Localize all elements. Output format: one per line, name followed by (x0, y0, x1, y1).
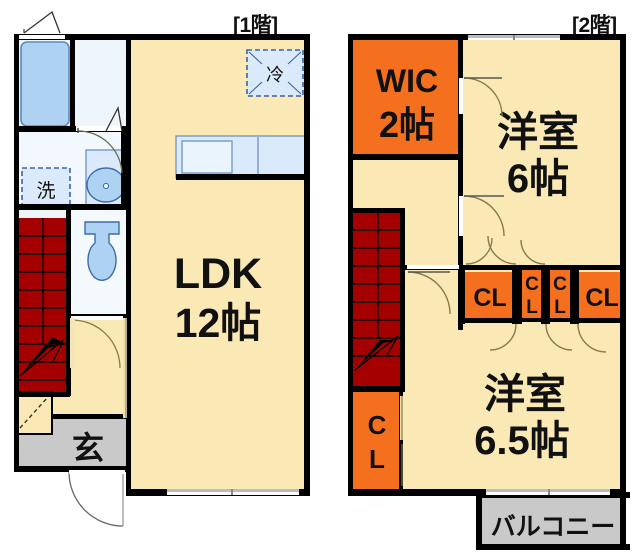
closet-wide-left-fill (464, 272, 516, 320)
closet-narrow-2-fill (549, 268, 571, 320)
closet-wide-left-label: CL (473, 284, 506, 312)
floor1-door-swings (23, 10, 124, 527)
floor2-door-swings (407, 77, 607, 353)
front-door-opening (69, 470, 125, 474)
balcony-floor (480, 496, 626, 548)
closet-narrow-1-label-l: L (526, 297, 538, 318)
stairs-1f-treads (16, 218, 70, 381)
closet-hall-fill (352, 392, 402, 490)
washing-machine-place (21, 167, 71, 209)
toilet-icon (84, 221, 120, 281)
floor-1-title: [1階] (233, 14, 278, 37)
bathtub-icon (20, 41, 70, 127)
genkan-label: 玄 (72, 430, 104, 466)
refrigerator-place (246, 49, 304, 97)
closet-narrow-1-label-c: C (525, 274, 539, 295)
closet-wide-right-fill (578, 272, 626, 320)
kitchen-sink-icon (181, 140, 233, 174)
closet-narrow-2-label-c: C (553, 274, 567, 295)
stairs-2f-treads (352, 212, 404, 357)
ldk-label: LDK (174, 250, 262, 298)
room-6jo-label: 洋室 (497, 109, 579, 155)
closet-hall-label-c: C (368, 410, 387, 440)
room-ldk-fill (130, 36, 308, 495)
room-6jo-size-label: 6帖 (507, 157, 569, 201)
room-65jo-label: 洋室 (484, 371, 566, 417)
ldk-partition (123, 318, 127, 418)
floor-2-title: [2階] (572, 14, 617, 37)
closet-wide-right-label: CL (585, 284, 618, 312)
kitchen-base-wall (176, 174, 308, 180)
closet-narrow-1-fill (521, 268, 543, 320)
stairs-2f-direction-arrow (354, 335, 399, 371)
hall-fill (68, 318, 126, 418)
washing-machine-label: 洗 (36, 180, 55, 202)
floor-1-plan: 洗 玄 (14, 10, 310, 527)
refrigerator-corner-marks (248, 51, 302, 95)
closet-hall-label-l: L (369, 444, 385, 474)
room-65jo-size-label: 6.5帖 (474, 419, 570, 463)
floor-2-plan: WIC 2帖 洋室 6帖 洋室 6.5帖 C L (348, 34, 630, 550)
wic-label: WIC (376, 63, 438, 99)
shoe-box (15, 391, 53, 435)
wic-size-label: 2帖 (379, 104, 435, 145)
room-wic-fill (352, 38, 462, 154)
stairs-1f-direction-arrow (19, 337, 64, 377)
floor1-openings (19, 35, 299, 495)
ldk-size-label: 12帖 (175, 300, 262, 346)
balcony-label: バルコニー (491, 513, 616, 541)
basin-drain-icon (102, 182, 110, 190)
refrigerator-label: 冷 (266, 65, 284, 85)
closet-narrow-2-label-l: L (554, 297, 566, 318)
